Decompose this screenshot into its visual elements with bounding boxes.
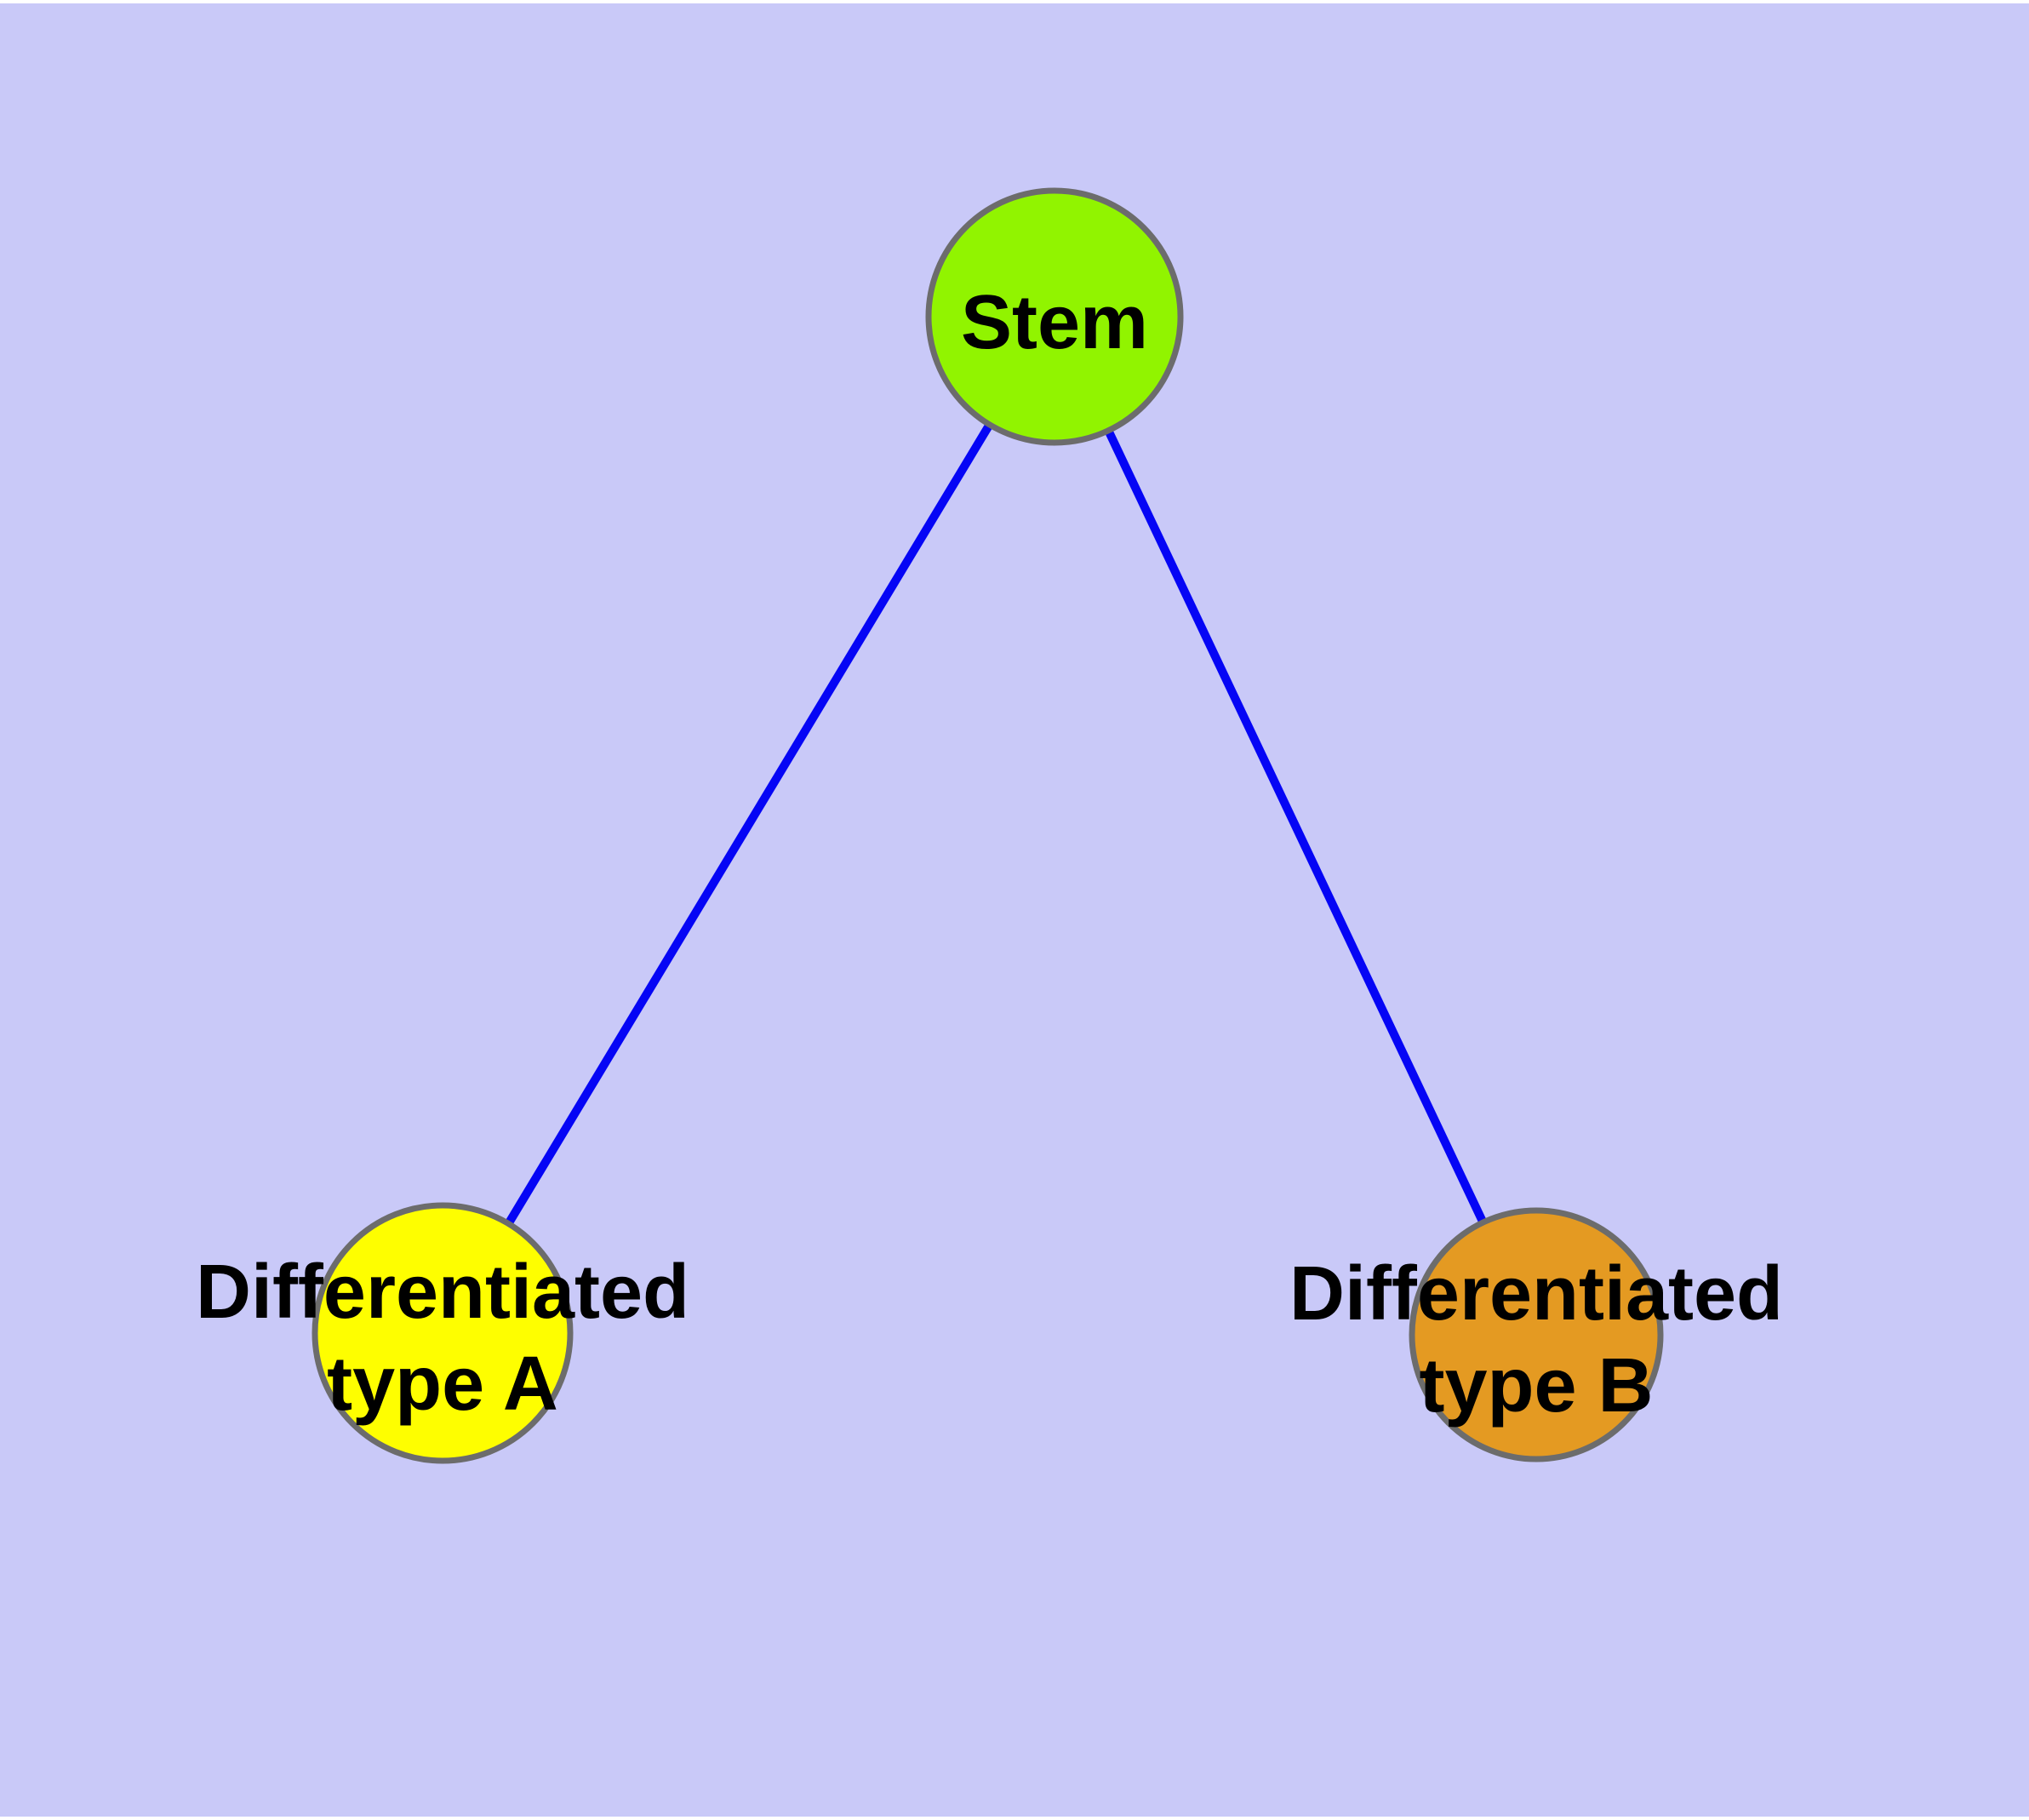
node-type-a-label-line1: Differentiated [196, 1250, 689, 1335]
node-type-a-label-line2: type A [327, 1342, 558, 1427]
node-stem[interactable]: Stem [925, 187, 1184, 446]
edge-stem-to-type-b [1050, 314, 1540, 1337]
node-type-a-circle[interactable] [311, 1202, 574, 1464]
node-type-b-circle[interactable] [1409, 1207, 1664, 1462]
node-type-b-label-line2: type B [1419, 1343, 1653, 1428]
node-type-b-label-line1: Differentiated [1289, 1251, 1783, 1336]
node-stem-label: Stem [961, 280, 1148, 365]
node-stem-circle[interactable] [925, 187, 1184, 446]
edge-stem-to-type-a [438, 314, 1059, 1336]
